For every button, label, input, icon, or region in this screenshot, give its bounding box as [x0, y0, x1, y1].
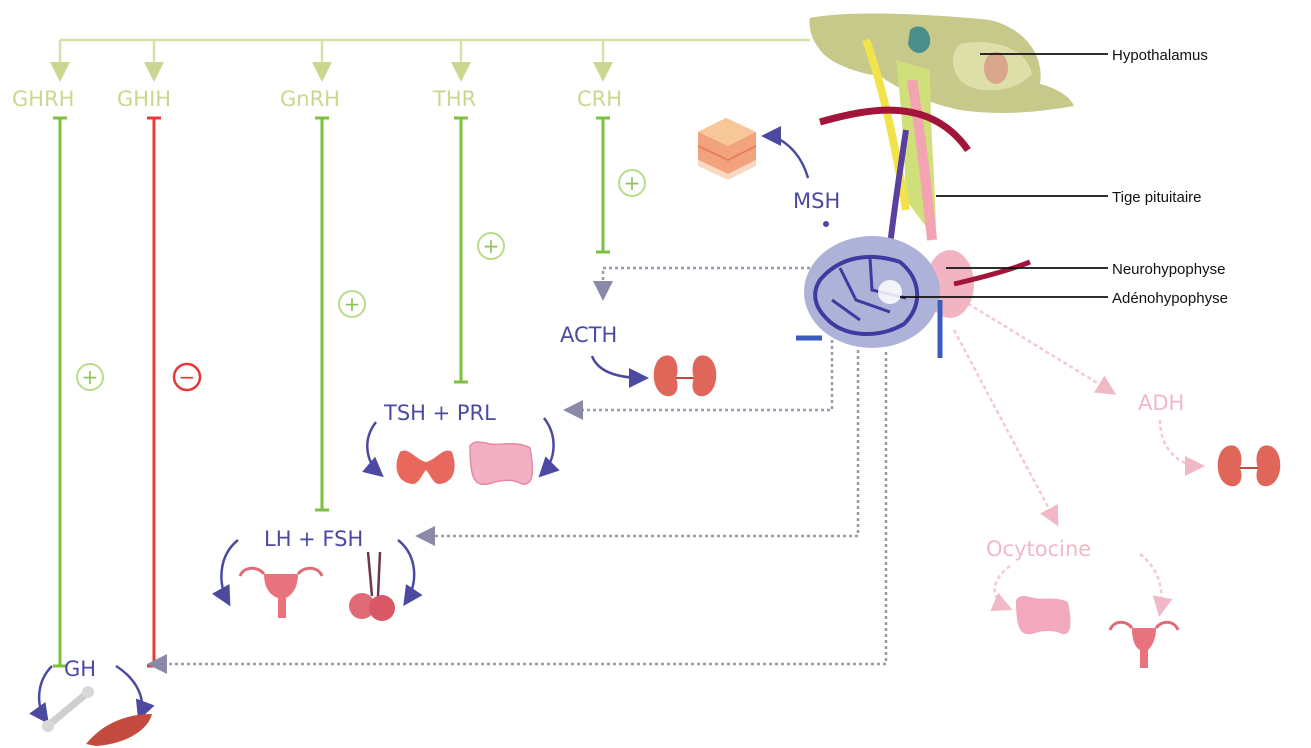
label-crh: CRH [577, 87, 622, 111]
thyroid-icon [396, 451, 454, 484]
thr-stimulation-line [454, 118, 468, 382]
label-gnrh: GnRH [280, 87, 340, 111]
label-ghih: GHIH [117, 87, 171, 111]
testes-icon [349, 552, 395, 621]
label-adenohypophysis: Adénohypophyse [1112, 290, 1228, 307]
svg-text:+: + [483, 234, 500, 258]
hypothalamus-illustration [809, 14, 1074, 113]
kidney-icon-adh [1218, 445, 1281, 486]
plus-sign-ghrh: + [77, 364, 103, 390]
label-thr: THR [432, 87, 476, 111]
ghrh-stimulation-line [53, 118, 67, 666]
oxytocin-uterus-icon [1110, 622, 1178, 668]
label-ghrh: GHRH [12, 87, 74, 111]
label-neurohypophysis: Neurohypophyse [1112, 261, 1225, 278]
oxytocin-breast-icon [1016, 596, 1070, 634]
label-msh: MSH [793, 189, 840, 213]
svg-text:−: − [179, 365, 196, 389]
gnrh-stimulation-line [315, 118, 329, 510]
hypothalamic-release-bus [60, 40, 810, 72]
crh-stimulation-line [596, 118, 610, 252]
label-oxytocin: Ocytocine [986, 537, 1091, 561]
mammary-gland-icon [470, 442, 532, 484]
muscle-icon [86, 714, 152, 746]
label-adh: ADH [1138, 391, 1184, 415]
plus-sign-thr: + [478, 233, 504, 259]
plus-sign-crh: + [619, 170, 645, 196]
uterus-icon [240, 568, 322, 618]
svg-text:+: + [624, 171, 641, 195]
minus-sign-ghih: − [174, 364, 200, 390]
skin-icon [698, 118, 756, 180]
label-pituitary-stalk: Tige pituitaire [1112, 189, 1202, 206]
kidney-icon-acth [654, 355, 717, 396]
ghih-inhibition-line [147, 118, 161, 666]
label-hypothalamus: Hypothalamus [1112, 47, 1208, 64]
adenohypophysis [796, 221, 1030, 358]
label-gh: GH [64, 657, 96, 681]
svg-text:+: + [82, 365, 99, 389]
label-acth: ACTH [560, 323, 617, 347]
label-lh-fsh: LH + FSH [264, 527, 363, 551]
bone-icon [42, 686, 94, 732]
plus-sign-gnrh: + [339, 291, 365, 317]
posterior-pituitary-arrows [954, 300, 1200, 612]
label-tsh-prl: TSH + PRL [383, 401, 496, 425]
svg-text:+: + [344, 292, 361, 316]
